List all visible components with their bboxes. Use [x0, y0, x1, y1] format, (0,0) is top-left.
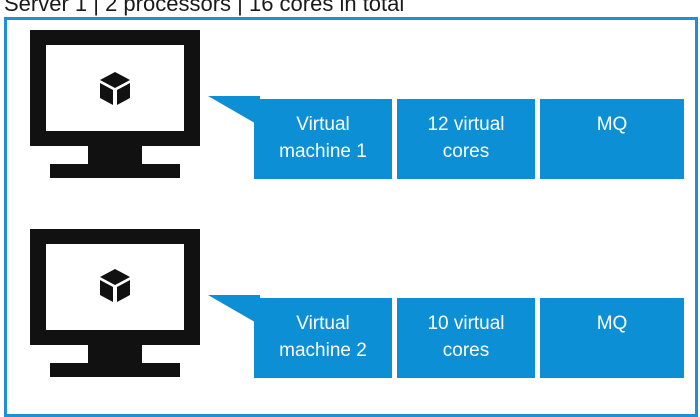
vm-cores-line2: cores — [442, 340, 490, 361]
vm-cores-line1: 10 virtual — [427, 313, 505, 334]
callout-pointer — [208, 295, 260, 325]
vm-service-block: MQ — [540, 99, 684, 179]
vm-cores-line2: cores — [442, 141, 490, 162]
vm-row-2: Virtual machine 2 10 virtual cores MQ — [0, 227, 700, 387]
vm-cores-block: 10 virtual cores — [397, 298, 535, 378]
vm-row-1: Virtual machine 1 12 virtual cores MQ — [0, 28, 700, 188]
vm-service-label: MQ — [596, 313, 628, 334]
vm-cores-line1: 12 virtual — [427, 114, 505, 135]
vm-name-line1: Virtual — [296, 313, 350, 334]
vm-service-block: MQ — [540, 298, 684, 378]
monitor-icon — [30, 30, 200, 178]
vm-name-line2: machine 1 — [279, 141, 367, 162]
callout-pointer — [208, 96, 260, 126]
vm-name-line2: machine 2 — [279, 340, 367, 361]
server-title: Server 1 | 2 processors | 16 cores in to… — [4, 0, 405, 16]
vm-name-block: Virtual machine 2 — [254, 298, 392, 378]
cube-icon — [100, 269, 130, 302]
vm-name-block: Virtual machine 1 — [254, 99, 392, 179]
vm-cores-block: 12 virtual cores — [397, 99, 535, 179]
vm-name-line1: Virtual — [296, 114, 350, 135]
vm-service-label: MQ — [596, 114, 628, 135]
cube-icon — [100, 72, 130, 105]
monitor-icon — [30, 229, 200, 377]
